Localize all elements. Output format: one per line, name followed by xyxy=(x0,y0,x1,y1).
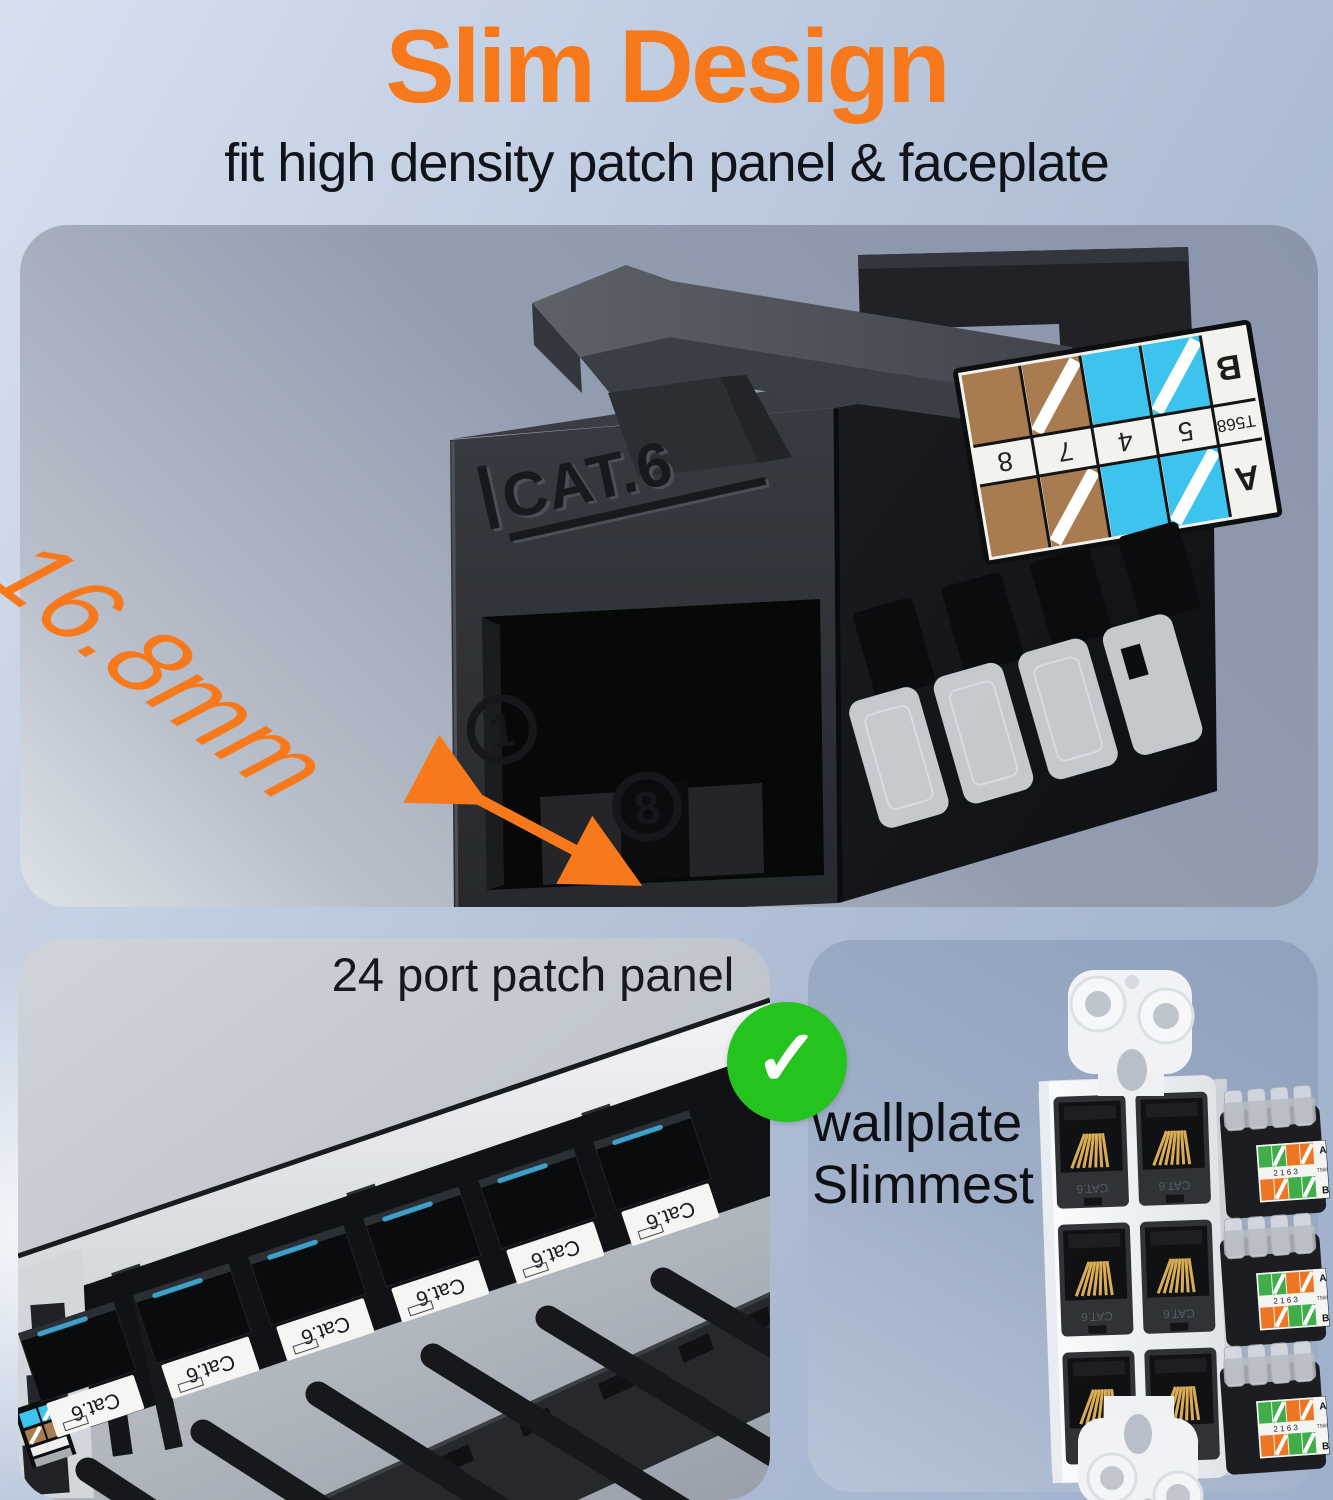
svg-text:2 1 6 3: 2 1 6 3 xyxy=(1273,1295,1299,1306)
wallplate-illustration: CAT.6 CAT.6 CAT.6 xyxy=(1038,970,1330,1500)
svg-text:A: A xyxy=(1319,1145,1327,1156)
wallplate-bottom-bracket xyxy=(1078,1396,1204,1500)
patch-panel-caption: 24 port patch panel xyxy=(331,948,735,1001)
check-icon: ✓ xyxy=(754,1013,820,1102)
svg-text:A: A xyxy=(1319,1401,1327,1412)
wallplate-caption: wallplate Slimmest xyxy=(812,1092,1034,1216)
jack-wiring-label: 8 7 4 5 T568 B A xyxy=(953,319,1283,566)
wiring-pin-4: 4 xyxy=(1116,425,1136,457)
wallplate-top-bracket xyxy=(1068,970,1195,1096)
svg-text:T568: T568 xyxy=(1316,1295,1328,1302)
svg-text:2 1 6 3: 2 1 6 3 xyxy=(1273,1423,1299,1434)
svg-text:B: B xyxy=(1322,1441,1330,1452)
keystone-jack-panel: 8 7 4 5 T568 B A CAT.6 CAT.6 xyxy=(20,225,1318,907)
svg-text:B: B xyxy=(1322,1185,1330,1196)
keystone-jack-illustration: 8 7 4 5 T568 B A CAT.6 CAT.6 xyxy=(403,247,1283,907)
patch-panel-illustration: Cat.6 Cat.6 Cat.6 xyxy=(18,938,770,1500)
wiring-pin-5: 5 xyxy=(1176,415,1196,447)
jack-lever xyxy=(532,265,1072,477)
wallplate-faceplate: CAT.6 CAT.6 CAT.6 xyxy=(1038,1075,1241,1484)
page-title: Slim Design xyxy=(385,9,950,125)
svg-text:CAT.6: CAT.6 xyxy=(1076,1181,1109,1196)
svg-text:B: B xyxy=(1322,1313,1330,1324)
svg-text:CAT.6: CAT.6 xyxy=(1081,1309,1114,1324)
patch-panel-panel: Cat.6 Cat.6 Cat.6 xyxy=(18,938,770,1500)
ethernet-cables xyxy=(75,1267,770,1500)
wallplate-caption-line1: wallplate xyxy=(812,1093,1023,1153)
wiring-pin-7: 7 xyxy=(1056,435,1076,467)
wallplate-side-modules: 2 1 6 3 A T568 B 2 xyxy=(1219,1084,1330,1475)
svg-text:T568: T568 xyxy=(1316,1423,1328,1430)
wiring-pin-8: 8 xyxy=(995,445,1015,477)
page-subtitle: fit high density patch panel & faceplate xyxy=(224,133,1110,193)
wallplate-caption-line2: Slimmest xyxy=(812,1155,1035,1215)
check-badge: ✓ xyxy=(727,1002,847,1122)
svg-text:A: A xyxy=(1319,1273,1327,1284)
dimension-arrow-icon xyxy=(403,734,643,886)
clear-wire-caps xyxy=(849,614,1203,828)
svg-text:CAT.6: CAT.6 xyxy=(1158,1178,1191,1193)
svg-text:2 1 6 3: 2 1 6 3 xyxy=(1273,1167,1299,1178)
idc-teeth xyxy=(853,521,1201,699)
svg-text:T568: T568 xyxy=(1316,1167,1328,1174)
svg-text:CAT.6: CAT.6 xyxy=(1162,1306,1195,1321)
jack-top-slab xyxy=(858,247,1193,362)
